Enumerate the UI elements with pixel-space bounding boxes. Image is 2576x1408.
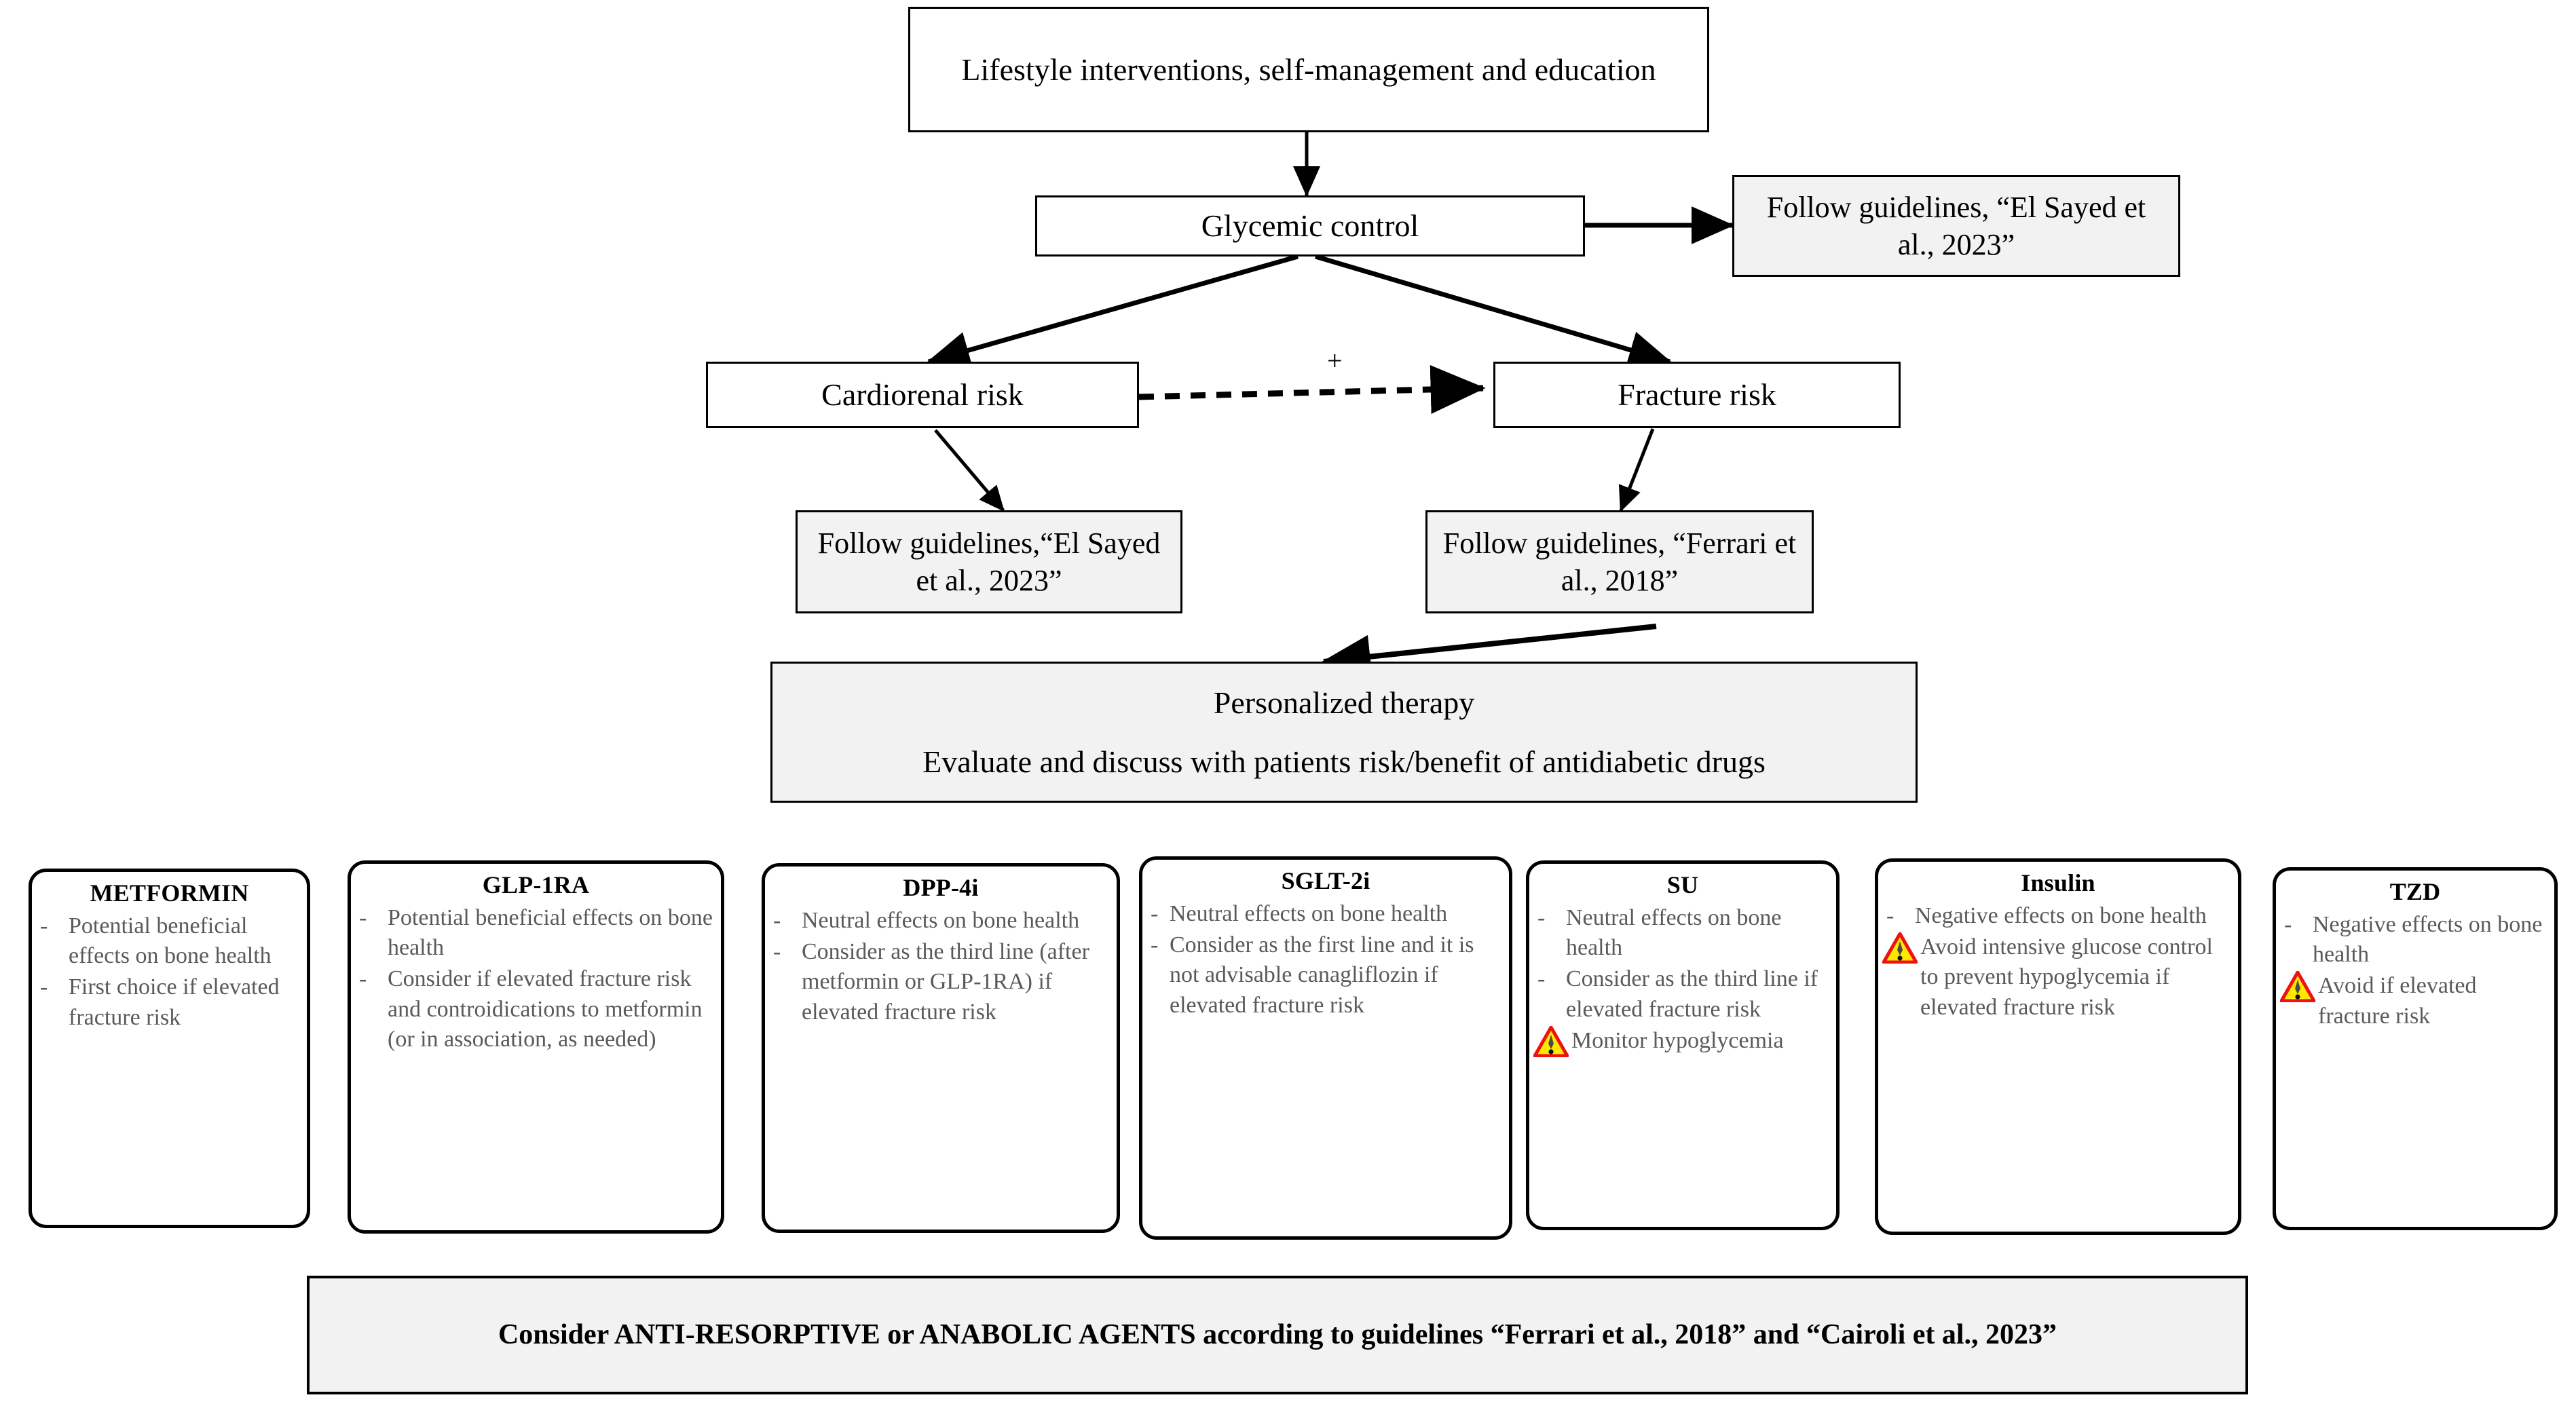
drug-card-title: TZD (2389, 878, 2441, 905)
node-guideline-ferrari: Follow guidelines, “Ferrari et al., 2018… (1425, 510, 1814, 613)
warning-icon (1882, 932, 1920, 965)
bullet-text: Avoid intensive glucose control to preve… (1920, 934, 2213, 1020)
bullet-text: Negative effects on bone health (2313, 912, 2543, 968)
drug-card-sglt-2i[interactable]: SGLT-2i - Neutral effects on bone health… (1139, 856, 1512, 1240)
list-item: - Consider if elevated fracture risk and… (359, 964, 713, 1054)
bullet-marker: - (1151, 901, 1159, 926)
node-glycemic-control: Glycemic control (1035, 195, 1585, 256)
bullet-text: Potential beneficial effects on bone hea… (69, 913, 272, 969)
node-lifestyle-label: Lifestyle interventions, self-management… (961, 52, 1656, 87)
list-item: - Neutral effects on bone health (773, 906, 1108, 936)
drug-bullet-list: - Negative effects on bone health Avoid … (2280, 910, 2546, 1031)
warning-icon (1533, 1025, 1571, 1059)
bullet-text: Neutral effects on bone health (802, 908, 1080, 933)
bottom-banner-text: Consider ANTI-RESORPTIVE or ANABOLIC AGE… (498, 1318, 2057, 1350)
node-glycemic-control-label: Glycemic control (1201, 208, 1419, 244)
drug-bullet-list: - Potential beneficial effects on bone h… (359, 903, 713, 1054)
list-item: - Potential beneficial effects on bone h… (359, 903, 713, 963)
list-item: - Negative effects on bone health (2284, 910, 2546, 970)
node-cardiorenal-risk: Cardiorenal risk (706, 362, 1139, 428)
list-item: - Neutral effects on bone health (1151, 899, 1501, 929)
drug-card-title: Insulin (2021, 869, 2095, 896)
bullet-text: Negative effects on bone health (1915, 903, 2207, 928)
bullet-marker: - (1537, 966, 1546, 992)
drug-card-title: GLP-1RA (482, 871, 590, 898)
list-item: Avoid intensive glucose control to preve… (1882, 932, 2230, 1023)
bullet-marker: - (2284, 912, 2292, 937)
drug-bullet-list: - Neutral effects on bone health - Consi… (1151, 899, 1501, 1021)
list-item: - Consider as the first line and it is n… (1151, 930, 1501, 1021)
bullet-marker: - (1886, 903, 1894, 928)
drug-card-metformin[interactable]: METFORMIN - Potential beneficial effects… (29, 869, 310, 1228)
drug-bullet-list: - Neutral effects on bone health - Consi… (773, 906, 1108, 1027)
warning-icon (2280, 971, 2318, 1004)
bottom-banner: Consider ANTI-RESORPTIVE or ANABOLIC AGE… (307, 1276, 2248, 1394)
node-guideline-ferrari-label: Follow guidelines, “Ferrari et al., 2018… (1442, 527, 1797, 597)
list-item: Avoid if elevated fracture risk (2280, 971, 2546, 1031)
node-lifestyle: Lifestyle interventions, self-management… (908, 7, 1709, 132)
bullet-text: Consider if elevated fracture risk and c… (388, 966, 703, 1052)
bullet-text: First choice if elevated fracture risk (69, 974, 280, 1030)
node-guideline-top-right: Follow guidelines, “El Sayed et al., 202… (1732, 175, 2180, 277)
bullet-text: Consider as the third line if elevated f… (1566, 966, 1818, 1022)
drug-card-glp-1ra[interactable]: GLP-1RA - Potential beneficial effects o… (348, 860, 724, 1234)
node-fracture-risk-label: Fracture risk (1618, 377, 1776, 413)
node-fracture-risk: Fracture risk (1493, 362, 1901, 428)
bullet-text: Neutral effects on bone health (1170, 901, 1448, 926)
bullet-text: Potential beneficial effects on bone hea… (388, 905, 713, 961)
node-guideline-el-sayed: Follow guidelines,“El Sayed et al., 2023… (796, 510, 1182, 613)
node-guideline-el-sayed-label: Follow guidelines,“El Sayed et al., 2023… (817, 527, 1161, 597)
bullet-marker: - (40, 974, 48, 1000)
drug-bullet-list: - Negative effects on bone health Avoid … (1882, 901, 2230, 1023)
drug-card-title: METFORMIN (90, 879, 249, 907)
bullet-marker: - (773, 939, 781, 965)
bullet-text: Avoid if elevated fracture risk (2318, 973, 2477, 1029)
drug-card-title: DPP-4i (903, 874, 979, 901)
drug-card-tzd[interactable]: TZD - Negative effects on bone health A (2273, 867, 2558, 1230)
personalized-therapy-line1: Personalized therapy (1213, 685, 1475, 720)
node-guideline-top-right-label: Follow guidelines, “El Sayed et al., 202… (1766, 191, 2146, 261)
list-item: - Neutral effects on bone health (1537, 903, 1828, 963)
drug-card-title: SU (1666, 871, 1699, 898)
node-personalized-therapy: Personalized therapy Evaluate and discus… (770, 662, 1918, 803)
bullet-marker: - (359, 966, 367, 992)
bullet-marker: - (1537, 905, 1546, 930)
edge-label-plus: + (1327, 345, 1343, 376)
list-item: - Consider as the third line (after metf… (773, 937, 1108, 1027)
drug-bullet-list: - Neutral effects on bone health - Consi… (1533, 903, 1828, 1059)
bullet-text: Consider as the third line (after metfor… (802, 939, 1089, 1025)
bullet-text: Consider as the first line and it is not… (1170, 932, 1474, 1018)
drug-bullet-list: - Potential beneficial effects on bone h… (40, 911, 299, 1033)
list-item: - Negative effects on bone health (1886, 901, 2230, 931)
bullet-text: Monitor hypoglycemia (1571, 1027, 1784, 1053)
list-item: - Consider as the third line if elevated… (1537, 964, 1828, 1024)
personalized-therapy-line2: Evaluate and discuss with patients risk/… (922, 744, 1766, 779)
drug-card-insulin[interactable]: Insulin - Negative effects on bone healt… (1875, 858, 2241, 1235)
drug-card-dpp-4i[interactable]: DPP-4i - Neutral effects on bone health … (762, 863, 1120, 1233)
bullet-marker: - (40, 913, 48, 938)
bullet-marker: - (359, 905, 367, 930)
node-cardiorenal-risk-label: Cardiorenal risk (821, 377, 1024, 413)
list-item: - Potential beneficial effects on bone h… (40, 911, 299, 971)
bullet-marker: - (773, 908, 781, 933)
drug-card-su[interactable]: SU - Neutral effects on bone health - Co… (1526, 860, 1840, 1230)
bullet-marker: - (1151, 932, 1159, 958)
bullet-text: Neutral effects on bone health (1566, 905, 1782, 961)
list-item: Monitor hypoglycemia (1533, 1025, 1828, 1059)
drug-card-title: SGLT-2i (1281, 867, 1370, 894)
list-item: - First choice if elevated fracture risk (40, 972, 299, 1032)
